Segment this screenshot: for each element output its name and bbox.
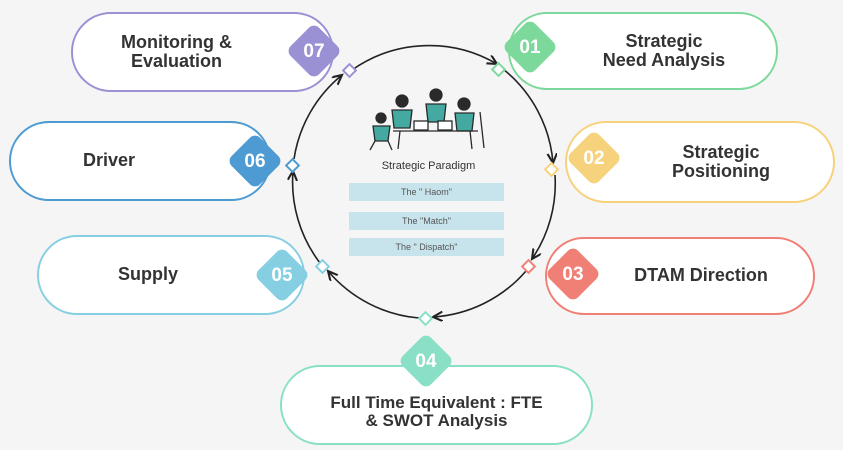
step-01-label: Strategic Need Analysis [602,30,726,70]
step-06-label: Driver [82,150,136,171]
step-04-label: Full Time Equivalent : FTE & SWOT Analys… [330,392,543,430]
paradigm-item-2: The "Match" [349,212,504,230]
paradigm-item-3: The " Dispatch" [349,238,504,256]
step-03-number: 03 [562,264,584,285]
step-07-number: 07 [303,41,325,62]
step-01-number: 01 [519,37,541,58]
step-02-label: Strategic Positioning [672,141,770,181]
cycle-arrow-01-02 [502,68,553,163]
step-07-label: Monitoring & Evaluation [121,31,232,71]
step-03-label: DTAM Direction [634,265,768,286]
cycle-arrow-06-07 [293,75,342,160]
step-04-number: 04 [415,351,437,372]
cycle-arrow-02-03 [532,174,557,259]
step-06-card: Driver [9,121,271,201]
step-05-label: Supply [117,264,178,285]
cycle-arrow-07-01 [351,44,497,71]
cycle-arrow-04-05 [328,271,420,319]
meeting-illustration [369,88,485,151]
step-05-number: 05 [271,265,293,286]
cycle-arrow-03-04 [433,270,527,317]
step-02-number: 02 [583,148,605,169]
step-06-number: 06 [244,151,266,172]
step-02-card: Strategic Positioning [565,121,835,203]
center-title: Strategic Paradigm [381,160,476,172]
cycle-arrow-05-06 [293,171,321,264]
paradigm-item-1: The " Haom" [349,183,504,201]
